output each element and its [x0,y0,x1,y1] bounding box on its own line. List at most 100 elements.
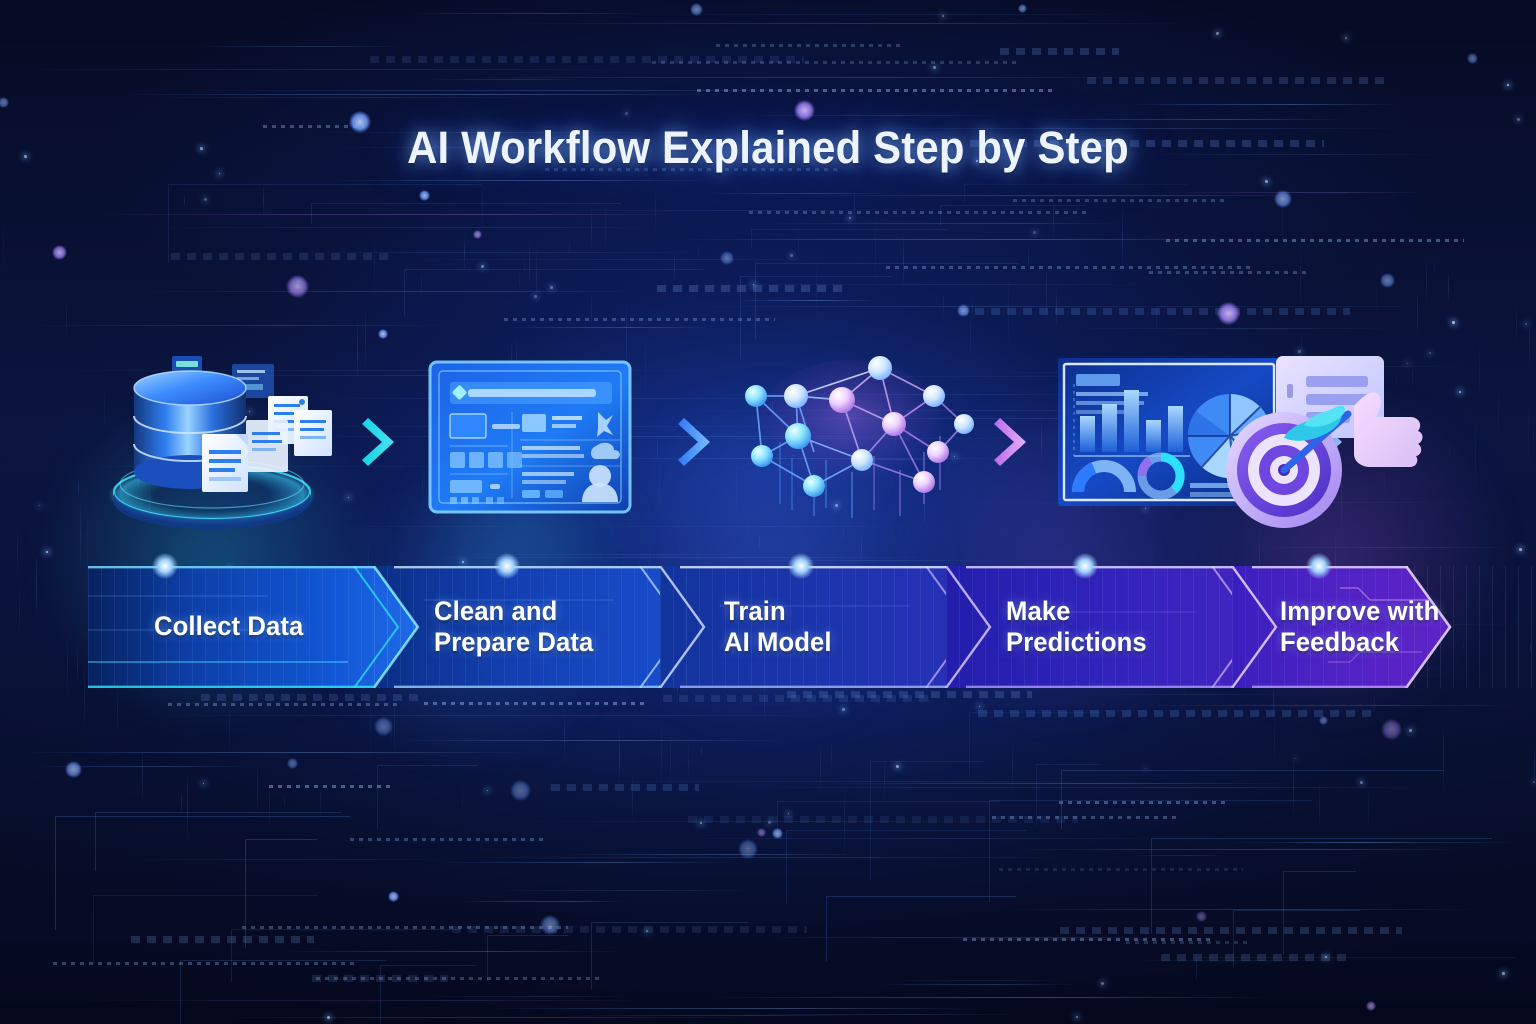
bg-hline [702,284,1162,285]
bg-vtick [1479,344,1480,397]
bg-vtick [1274,708,1275,770]
bg-node [1018,4,1027,13]
bg-trace [870,761,983,881]
bg-trace [1156,306,1400,327]
banner-step-1-shape [88,566,418,688]
bg-trace [755,263,1019,339]
bg-vtick [1273,685,1274,717]
bg-vtick [798,226,799,260]
bg-spark [933,66,936,69]
bg-spark [298,281,300,283]
bg-vtick [1374,689,1375,717]
bg-trace [380,965,476,1024]
banner-step-3-node-glow [788,553,814,579]
bg-vtick [1417,286,1418,337]
bg-node [1366,1001,1376,1011]
bg-hline [426,79,586,80]
banner-step-3[interactable]: Train AI Model [660,553,990,688]
bg-vtick [1443,723,1444,793]
bg-hline [740,300,875,301]
bg-spark [942,15,944,17]
bg-vtick [269,780,270,831]
banner-step-5[interactable]: Improve with Feedback [1232,553,1536,688]
bg-spark [550,286,553,289]
bg-vtick [816,253,817,320]
bg-node [690,3,703,16]
bg-vtick [1516,302,1517,346]
bg-vtick [1534,747,1535,785]
bg-spark [1409,729,1412,732]
bg-hline [1013,849,1459,850]
bg-vtick [66,301,67,336]
bg-trace [245,839,317,948]
bg-vtick [569,240,570,256]
bg-vtick [1008,276,1009,349]
bg-spark [24,155,27,158]
bg-vtick [519,271,520,290]
bg-hline [467,77,1150,78]
bg-node [757,828,766,837]
bg-trace [1036,764,1103,825]
bg-node [1217,302,1240,325]
bg-node [1274,190,1292,208]
bg-vtick [564,707,565,764]
bg-pixel-row [551,784,699,791]
bg-spark [1101,982,1105,986]
bg-vtick [142,741,143,807]
bg-spark [1265,180,1268,183]
bg-hline [329,180,711,181]
bg-trace [1282,192,1348,240]
bg-vtick [1319,781,1320,831]
bg-vtick [370,686,371,765]
bg-hline [1132,855,1228,856]
bg-spark [46,551,48,553]
bg-dotline [350,838,545,841]
bg-pixel-row [131,936,314,943]
banner-step-1-label: Collect Data [154,611,304,642]
bg-vtick [1368,789,1369,830]
bg-hline [115,94,724,95]
bg-trace [1283,871,1356,954]
bg-trace [487,935,568,981]
bg-node [419,190,430,201]
bg-hline [557,210,894,211]
bg-spark [1145,768,1147,770]
bg-vtick [1012,740,1013,794]
bg-node [720,251,734,265]
bg-dotline [963,938,1213,941]
bg-spark [768,821,771,824]
banner-step-4[interactable]: Make Predictions [946,553,1276,688]
banner-step-3-label: Train AI Model [724,595,832,657]
bg-vtick [1528,397,1529,470]
bg-pixel-row [959,308,1350,315]
bg-dotline [1013,199,1224,202]
bg-hline [1067,328,1399,329]
chevron-arrow-3 [992,414,1036,470]
bg-hline [765,937,1169,938]
bg-pixel-row [171,253,388,260]
bg-pixel-row [1000,48,1119,55]
banner-step-2[interactable]: Clean and Prepare Data [374,553,704,688]
bg-hline [1146,705,1518,706]
bg-vtick [464,235,465,272]
bg-spark [1345,37,1348,40]
bg-vtick [67,632,68,696]
bg-node [540,915,560,935]
bg-vtick [698,243,699,260]
bg-pixel-row [787,691,1032,698]
bg-vtick [1475,416,1476,493]
bg-vtick [78,478,79,498]
bg-hline [491,890,757,891]
banner-step-1[interactable]: Collect Data [88,553,418,688]
bg-node [1380,273,1395,288]
bg-hline [397,259,843,260]
step-icon-row [96,340,1448,540]
bg-hline [139,715,828,716]
bg-hline [1244,547,1521,548]
bg-vtick [632,774,633,823]
bg-vtick [1300,241,1301,316]
bg-spark [1216,32,1220,36]
bg-trace [404,269,704,317]
bg-hline [797,195,1320,196]
